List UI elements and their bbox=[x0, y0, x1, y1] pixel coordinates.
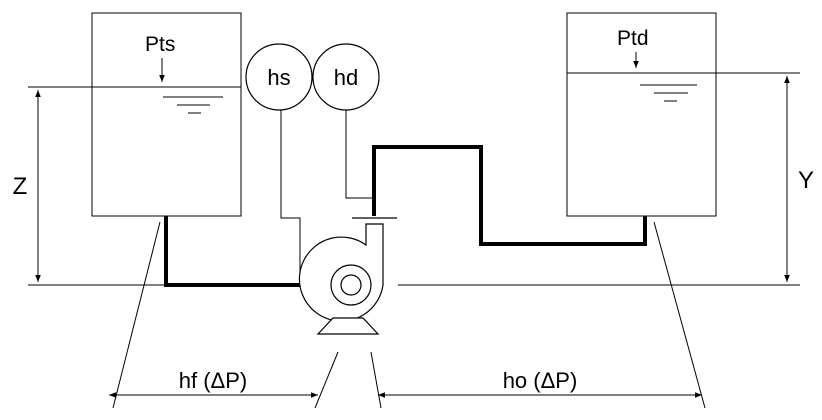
suction-tank bbox=[28, 12, 242, 217]
hd-label: hd bbox=[334, 65, 358, 90]
suction-pipe bbox=[164, 216, 352, 287]
gauge-connections bbox=[280, 110, 373, 285]
discharge-tank bbox=[566, 12, 800, 217]
hs-gauge bbox=[245, 43, 313, 111]
ho-label: ho (ΔP) bbox=[503, 368, 578, 393]
hf-label: hf (ΔP) bbox=[179, 368, 247, 393]
y-label: Y bbox=[798, 167, 814, 194]
ptd-label: Ptd bbox=[617, 27, 649, 50]
water-surface-symbol bbox=[640, 84, 697, 102]
water-surface-symbol bbox=[163, 96, 223, 114]
z-label: Z bbox=[13, 173, 28, 200]
discharge-pipe bbox=[372, 145, 647, 246]
extension-lines bbox=[112, 221, 706, 409]
centrifugal-pump bbox=[298, 217, 397, 335]
pts-label: Pts bbox=[145, 33, 175, 56]
hs-label: hs bbox=[267, 65, 290, 90]
